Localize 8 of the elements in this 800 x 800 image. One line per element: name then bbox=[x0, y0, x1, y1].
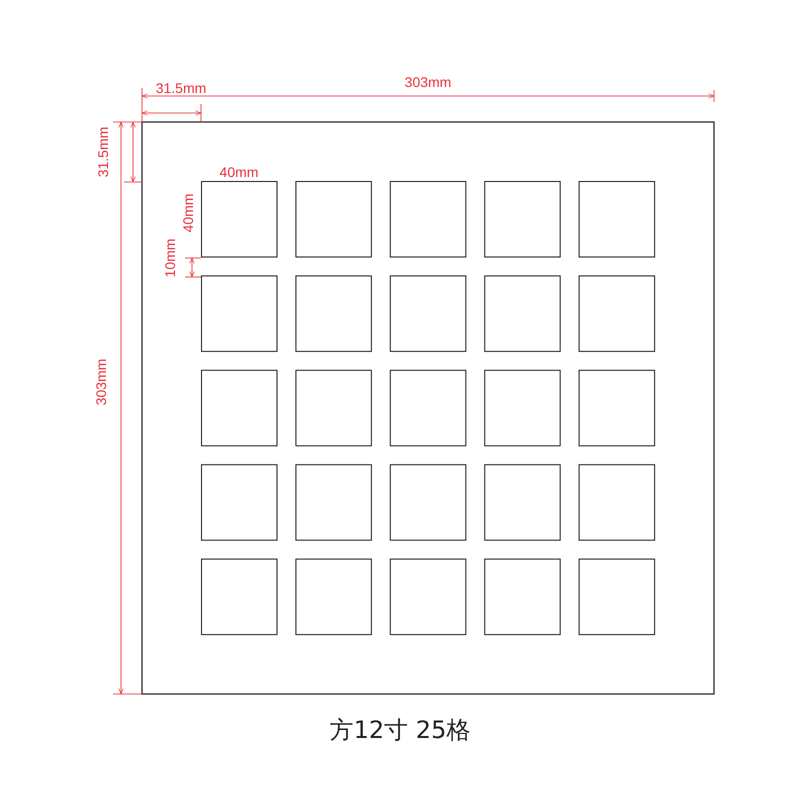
dimension-label: 40mm bbox=[220, 165, 258, 179]
dimension-label: 303mm bbox=[94, 358, 108, 406]
dimension-label: 303mm bbox=[404, 75, 452, 89]
caption: 方12寸 25格 bbox=[330, 718, 470, 742]
dimension-label: 31.5mm bbox=[156, 81, 206, 95]
dimension-label: 10mm bbox=[163, 238, 177, 278]
dimension-label: 31.5mm bbox=[96, 126, 110, 178]
dimension-label: 40mm bbox=[181, 194, 195, 232]
